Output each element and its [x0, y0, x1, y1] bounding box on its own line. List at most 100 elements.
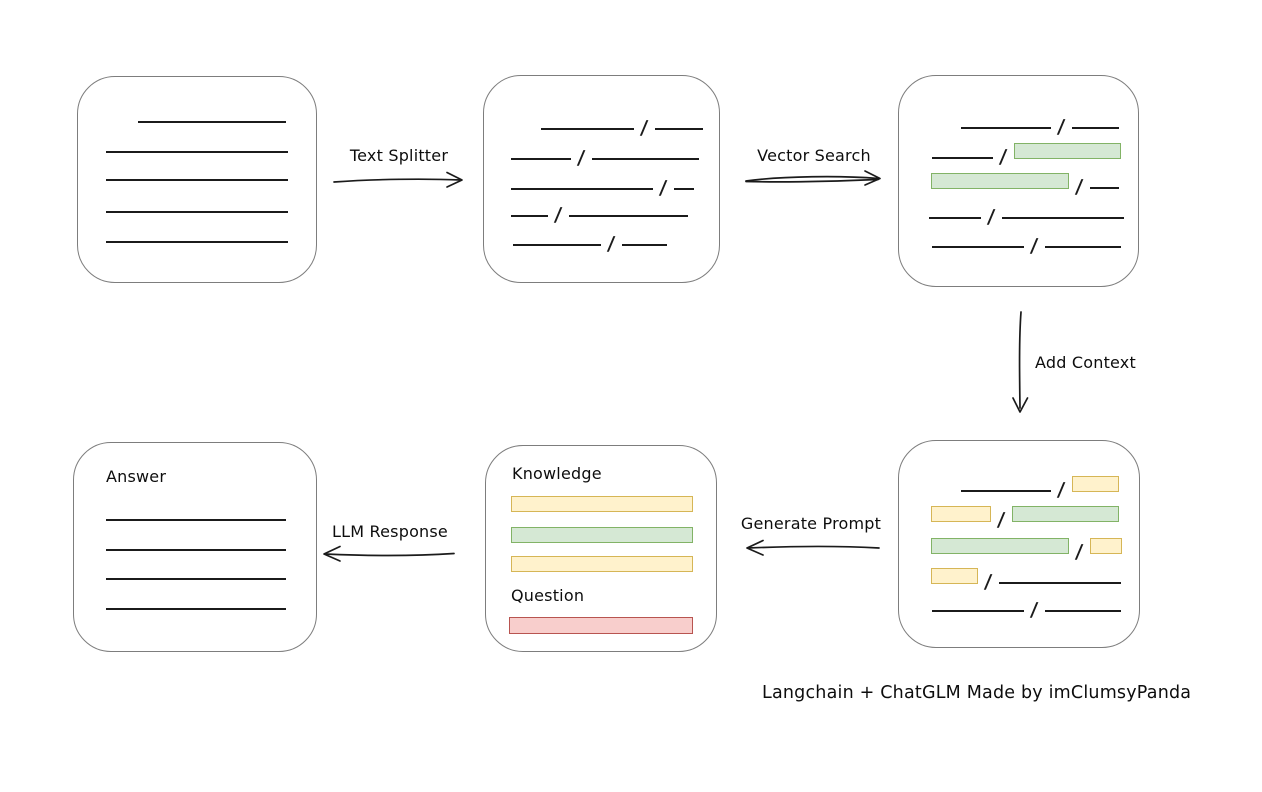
answer-content	[74, 443, 316, 651]
chunk-row: /	[929, 202, 1124, 228]
text-line	[106, 608, 286, 610]
slash-separator: /	[576, 147, 586, 169]
add-context-label: Add Context	[1035, 353, 1136, 372]
chunk-row	[509, 617, 693, 634]
text-line	[673, 188, 694, 190]
knowledge-bars	[486, 446, 716, 651]
chunk-row	[106, 164, 288, 181]
chunk-row: /	[513, 229, 667, 255]
text-line	[106, 179, 288, 181]
answer-box: Answer	[73, 442, 317, 652]
chunk-row: /	[961, 112, 1119, 138]
text-line	[511, 188, 653, 190]
text-line	[932, 157, 993, 159]
chunk-row	[106, 534, 286, 551]
text-line	[511, 158, 571, 160]
chunk-row	[106, 563, 286, 580]
chunk-row	[106, 593, 286, 610]
retrieved-chunks-content: / / / / /	[899, 76, 1138, 286]
yellow-chunk	[1071, 476, 1119, 492]
chunk-row	[138, 106, 286, 123]
credit-text: Langchain + ChatGLM Made by imClumsyPand…	[762, 683, 1192, 703]
text-line	[511, 215, 548, 217]
yellow-chunk	[511, 496, 693, 512]
context-chunks-content: / / / / /	[899, 441, 1139, 647]
chunk-row	[511, 555, 693, 572]
text-line	[961, 490, 1051, 492]
slash-separator: /	[1074, 176, 1084, 198]
source-document-content	[78, 77, 316, 282]
slash-separator: /	[1029, 599, 1039, 621]
source-document-box	[77, 76, 317, 283]
slash-separator: /	[986, 206, 996, 228]
slash-separator: /	[996, 509, 1006, 531]
red-chunk	[509, 617, 693, 634]
chunk-row	[511, 495, 693, 512]
chunk-row	[106, 226, 288, 243]
text-splitter-label: Text Splitter	[349, 146, 449, 165]
prompt-box: Knowledge Question	[485, 445, 717, 652]
text-line	[998, 582, 1121, 584]
chunk-row: /	[932, 595, 1121, 621]
text-line	[932, 246, 1024, 248]
slash-separator: /	[1074, 541, 1084, 563]
chunk-row: /	[931, 537, 1122, 563]
slash-separator: /	[1056, 116, 1066, 138]
yellow-chunk	[511, 556, 693, 572]
split-chunks-content: /////	[484, 76, 719, 282]
chunk-row: /	[932, 231, 1121, 257]
chunk-row: /	[932, 142, 1121, 168]
text-line	[541, 128, 634, 130]
split-chunks-box: /////	[483, 75, 720, 283]
chunk-row	[106, 196, 288, 213]
text-line	[591, 158, 699, 160]
llm-response-arrow	[323, 545, 455, 562]
text-line	[106, 211, 288, 213]
chunk-row	[106, 504, 286, 521]
text-line	[932, 610, 1024, 612]
text-line	[621, 244, 667, 246]
slash-separator: /	[658, 177, 668, 199]
slash-separator: /	[983, 571, 993, 593]
text-splitter-arrow	[333, 171, 463, 188]
retrieved-chunks-box: / / / / /	[898, 75, 1139, 287]
slash-separator: /	[606, 233, 616, 255]
chunk-row: /	[511, 143, 699, 169]
text-line	[513, 244, 601, 246]
vector-search-arrow	[745, 170, 881, 186]
slash-separator: /	[1056, 479, 1066, 501]
slash-separator: /	[998, 146, 1008, 168]
chunk-row: /	[931, 505, 1119, 531]
yellow-chunk	[931, 568, 978, 584]
question-label: Question	[511, 586, 585, 605]
llm-response-label: LLM Response	[332, 522, 448, 541]
text-line	[654, 128, 703, 130]
generate-prompt-arrow	[746, 539, 880, 556]
text-line	[1071, 127, 1119, 129]
text-line	[961, 127, 1051, 129]
text-line	[106, 151, 288, 153]
green-chunk	[1013, 143, 1121, 159]
text-line	[1044, 610, 1121, 612]
green-chunk	[931, 538, 1069, 554]
text-line	[1089, 187, 1119, 189]
text-line	[106, 519, 286, 521]
context-chunks-box: / / / / /	[898, 440, 1140, 648]
knowledge-label: Knowledge	[512, 464, 602, 483]
green-chunk	[1011, 506, 1119, 522]
green-chunk	[511, 527, 693, 543]
chunk-row: /	[511, 200, 688, 226]
question-bars	[486, 446, 716, 651]
chunk-row: /	[541, 113, 703, 139]
text-line	[1001, 217, 1124, 219]
text-line	[1044, 246, 1121, 248]
answer-label: Answer	[106, 467, 167, 486]
yellow-chunk	[931, 506, 991, 522]
generate-prompt-label: Generate Prompt	[740, 514, 882, 533]
chunk-row: /	[511, 173, 694, 199]
text-line	[106, 578, 286, 580]
text-line	[106, 241, 288, 243]
text-line	[568, 215, 688, 217]
yellow-chunk	[1089, 538, 1122, 554]
